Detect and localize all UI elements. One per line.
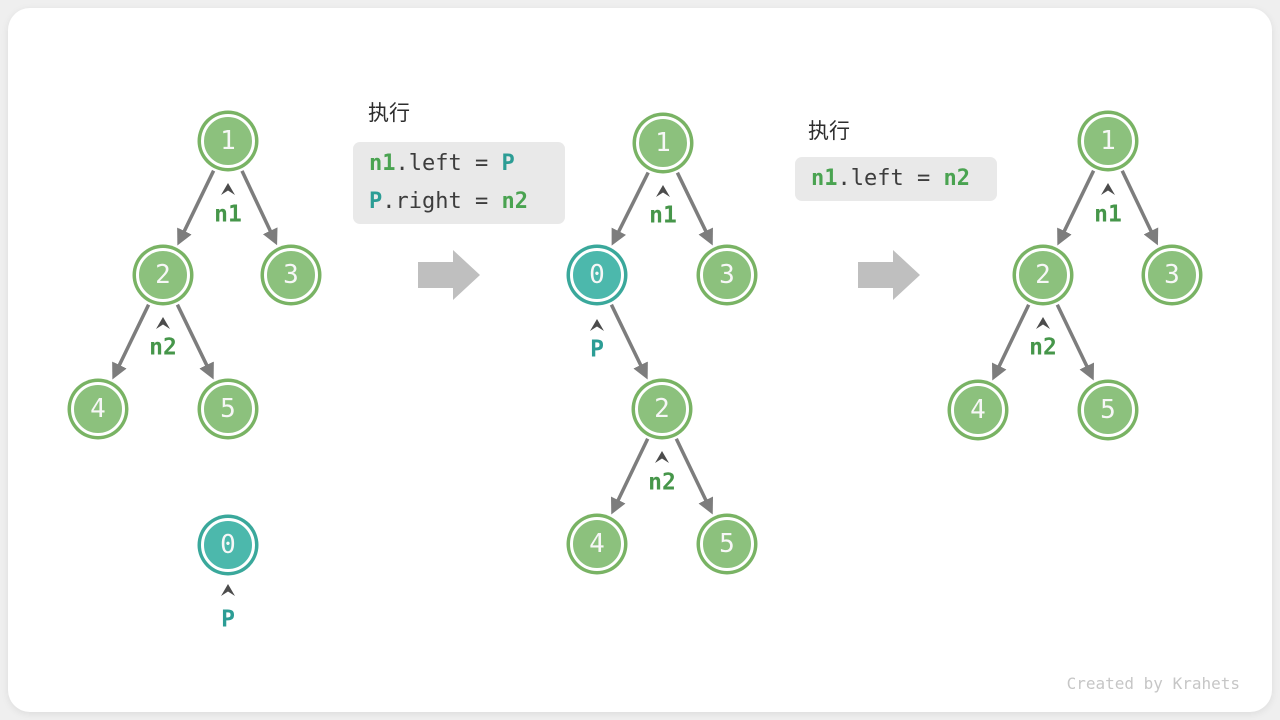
pointer-label-n1: n1 (214, 201, 242, 228)
code-token: P (369, 189, 383, 214)
tree-node: 5 (201, 382, 255, 436)
code-token: n1 (811, 166, 838, 191)
tree-node: 3 (264, 248, 318, 302)
tree-node-inserted: 0 (570, 248, 624, 302)
code-line: n1.left = n2 (811, 160, 981, 198)
node-value: 4 (90, 394, 106, 424)
tree-node: 4 (71, 382, 125, 436)
node-value: 5 (220, 394, 236, 424)
tree-node: 1 (201, 114, 255, 168)
tree-node: 1 (636, 116, 690, 170)
code-token: n2 (501, 189, 528, 214)
code-block: n1.left = P P.right = n2 (353, 142, 565, 224)
node-value: 2 (654, 394, 670, 424)
code-token: .left = (395, 151, 502, 176)
tree-node: 3 (700, 248, 754, 302)
node-value: 5 (1100, 395, 1116, 425)
node-value: 3 (719, 260, 735, 290)
pointer-label-n1: n1 (1094, 201, 1122, 228)
node-value: 2 (1035, 260, 1051, 290)
node-value: 4 (970, 395, 986, 425)
node-value: 5 (719, 529, 735, 559)
node-value: 2 (155, 260, 171, 290)
node-value: 3 (283, 260, 299, 290)
node-value: 0 (220, 530, 236, 560)
node-value: 4 (589, 529, 605, 559)
node-value: 1 (220, 126, 236, 156)
node-value: 0 (589, 260, 605, 290)
tree-node: 2 (635, 382, 689, 436)
code-token: .left = (837, 166, 944, 191)
node-value: 1 (655, 128, 671, 158)
code-token: .right = (382, 189, 502, 214)
tree-node: 4 (951, 383, 1005, 437)
code-line: n1.left = P (369, 145, 549, 183)
watermark: Created by Krahets (1066, 674, 1240, 693)
step-title: 执行 (808, 119, 850, 143)
pointer-label-p: P (590, 336, 604, 363)
code-token: P (501, 151, 515, 176)
pointer-label-p: P (221, 606, 235, 633)
code-token: n2 (943, 166, 970, 191)
tree-node: 2 (1016, 248, 1070, 302)
tree-node: 1 (1081, 114, 1135, 168)
node-value: 1 (1100, 126, 1116, 156)
tree-node: 5 (1081, 383, 1135, 437)
code-token: n1 (369, 151, 396, 176)
step-title: 执行 (368, 101, 410, 125)
figure-card (8, 8, 1272, 712)
pointer-label-n2: n2 (149, 334, 177, 361)
pointer-label-n1: n1 (649, 202, 677, 229)
tree-node: 5 (700, 517, 754, 571)
tree-node-detached: 0 (201, 518, 255, 572)
code-line: P.right = n2 (369, 183, 549, 221)
tree-node: 3 (1145, 248, 1199, 302)
pointer-label-n2: n2 (648, 469, 676, 496)
pointer-label-n2: n2 (1029, 334, 1057, 361)
tree-node: 2 (136, 248, 190, 302)
code-block: n1.left = n2 (795, 157, 997, 201)
tree-node: 4 (570, 517, 624, 571)
node-value: 3 (1164, 260, 1180, 290)
